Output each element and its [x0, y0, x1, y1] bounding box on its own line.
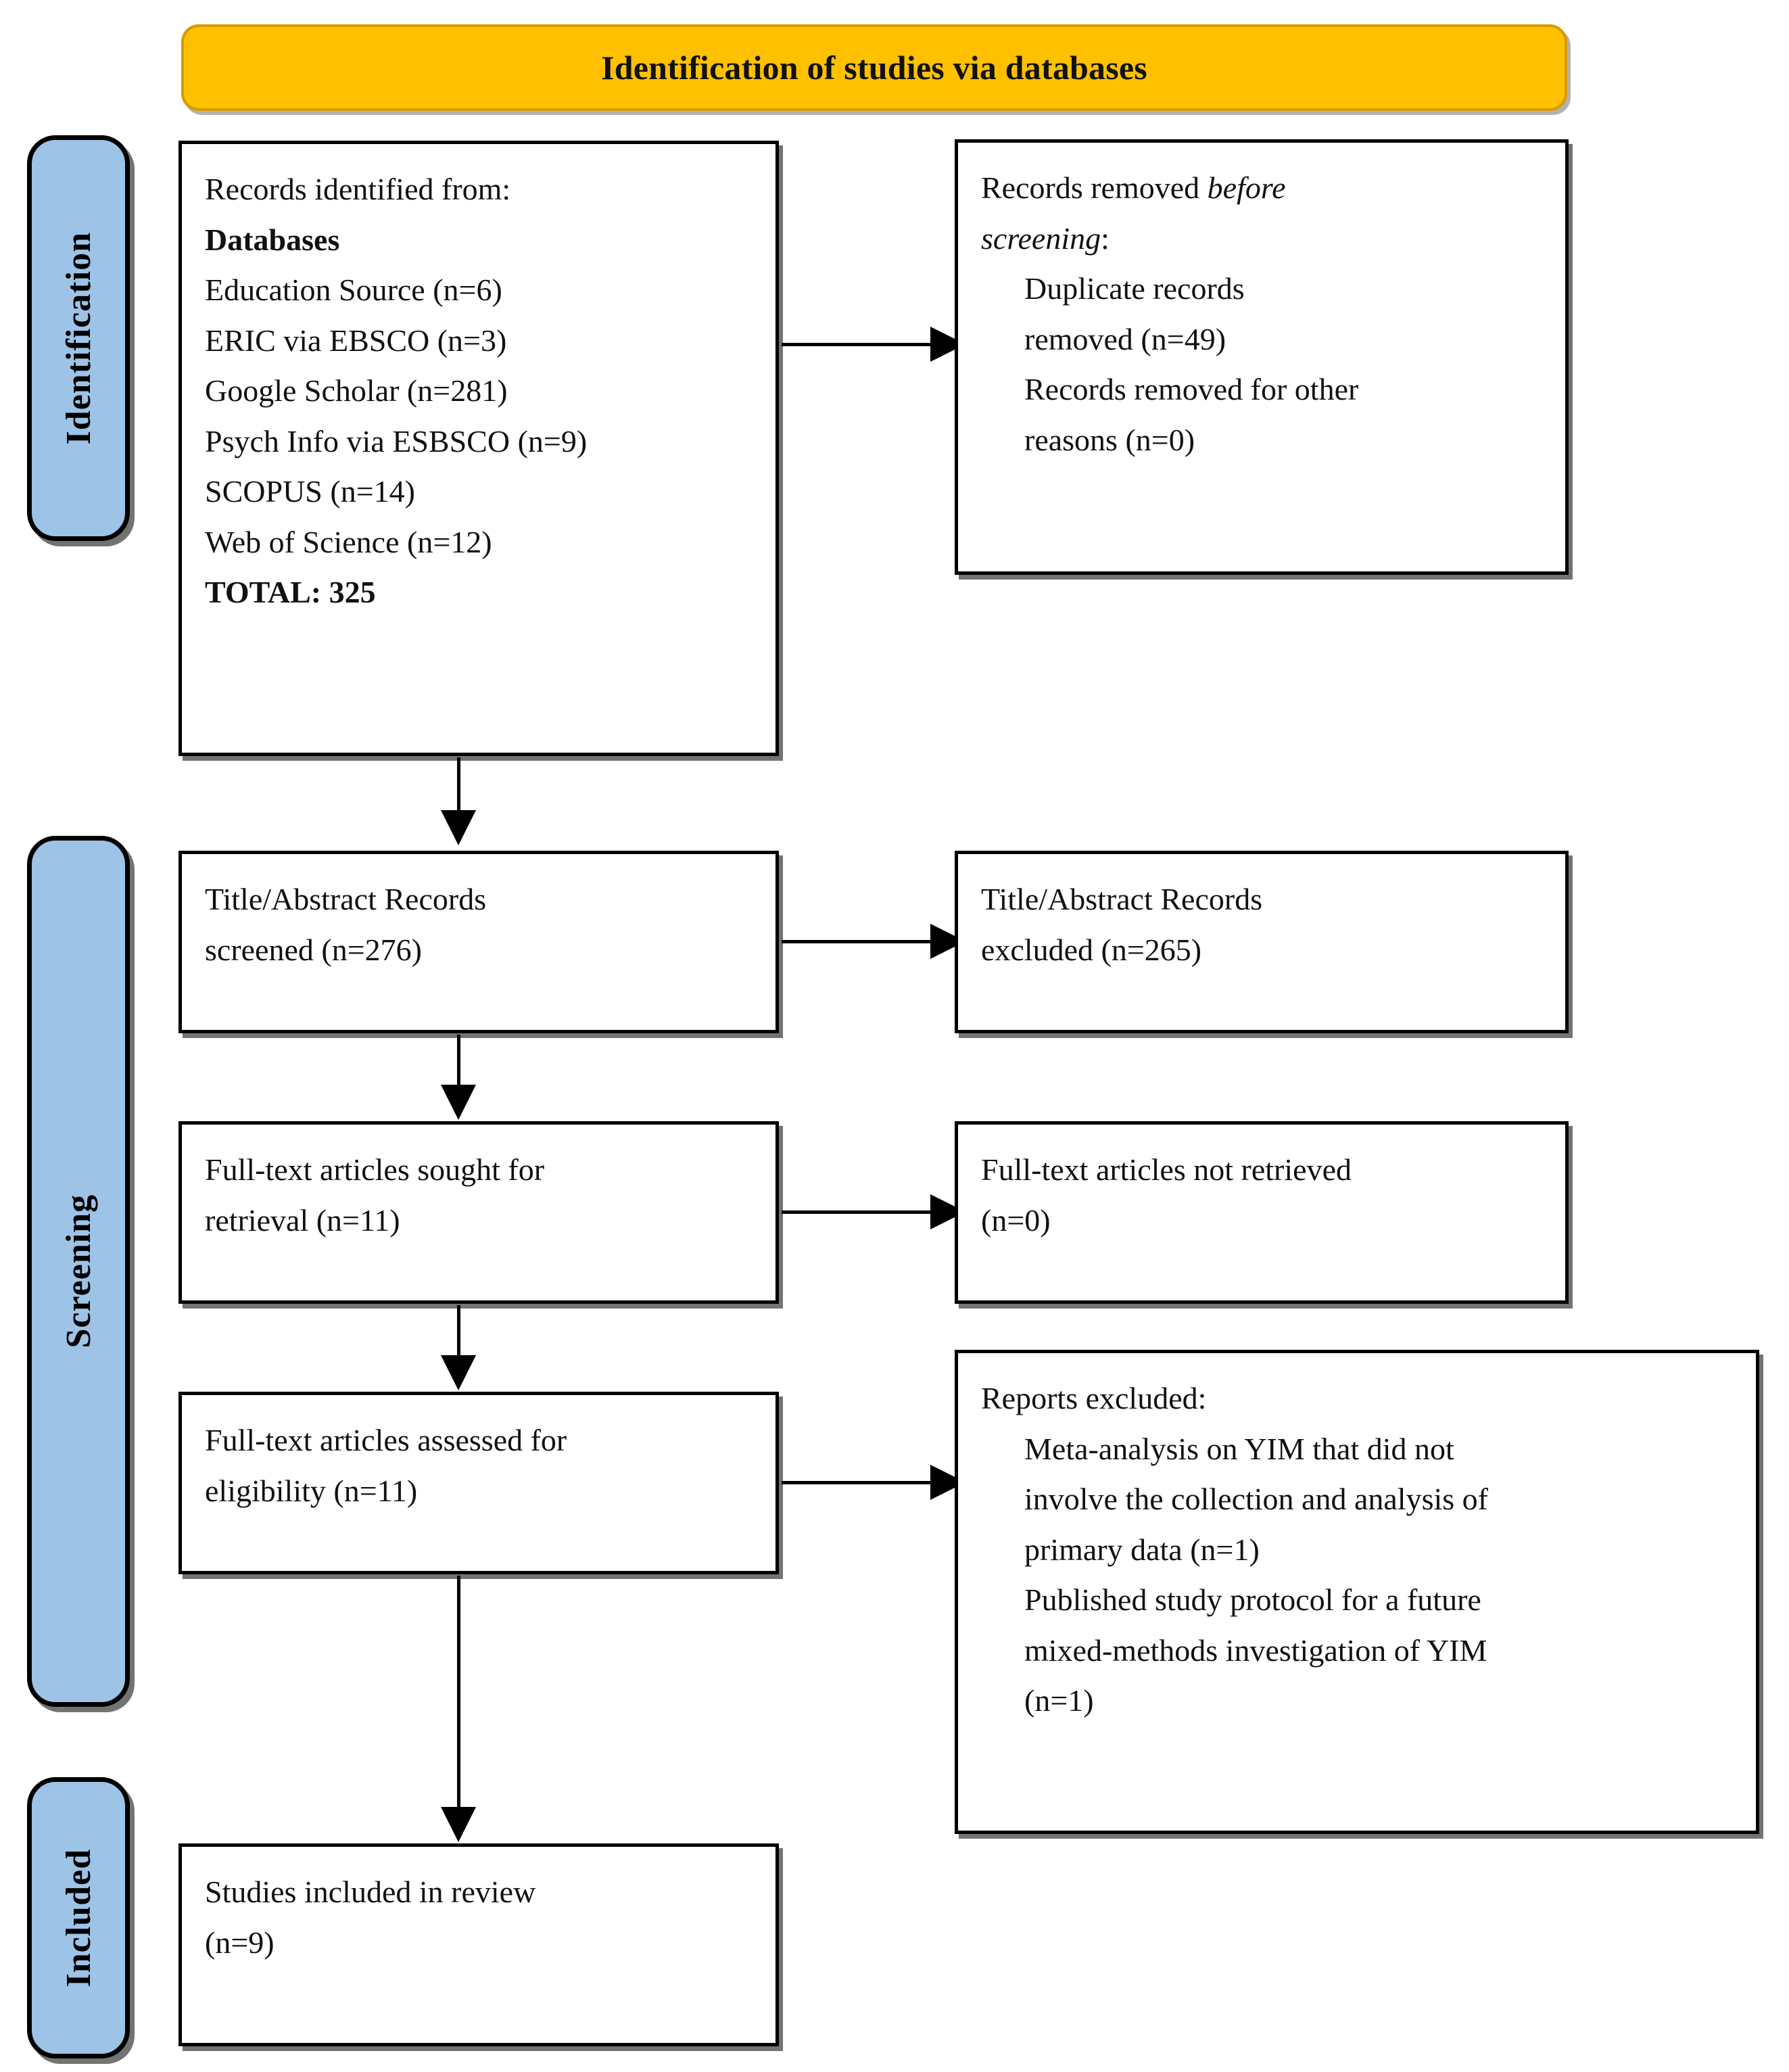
text-line: involve the collection and analysis of	[1024, 1482, 1488, 1517]
box-fulltext-sought-content: Full-text articles sought for retrieval …	[205, 1145, 753, 1246]
box-fulltext-assessed-content: Full-text articles assessed for eligibil…	[205, 1415, 753, 1516]
connector-sought-to-not-retrieved	[782, 1210, 933, 1214]
box-studies-included-content: Studies included in review (n=9)	[205, 1867, 753, 1968]
box-reports-excluded-content: Reports excluded: Meta-analysis on YIM t…	[981, 1373, 1733, 1726]
text-line: ERIC via EBSCO (n=3)	[205, 323, 507, 358]
connector-identified-to-removed	[782, 343, 933, 346]
text-line: screened (n=276)	[205, 932, 422, 967]
text-line: reasons (n=0)	[1024, 422, 1195, 457]
text-line: Full-text articles assessed for	[205, 1423, 567, 1457]
phase-rail-screening: Screening	[27, 836, 130, 1707]
text-line: Published study protocol for a future	[1024, 1582, 1481, 1618]
box-title-abstract-excluded-content: Title/Abstract Records excluded (n=265)	[981, 874, 1542, 975]
box-fulltext-not-retrieved-content: Full-text articles not retrieved (n=0)	[981, 1145, 1542, 1246]
text-line: Full-text articles sought for	[205, 1152, 545, 1187]
text-line: excluded (n=265)	[981, 932, 1202, 967]
connector-assessed-to-included	[457, 1576, 460, 1812]
text-line: Records removed before	[981, 163, 1542, 214]
text-line: Google Scholar (n=281)	[205, 373, 508, 408]
box-title-abstract-excluded: Title/Abstract Records excluded (n=265)	[955, 851, 1569, 1033]
text-line: Records identified from:	[205, 172, 511, 206]
text-fragment: Records removed	[981, 170, 1208, 205]
text-line: Psych Info via ESBSCO (n=9)	[205, 423, 588, 458]
text-line: SCOPUS (n=14)	[205, 474, 415, 509]
box-records-removed-content: Records removed before screening: Duplic…	[981, 163, 1542, 465]
diagram-title-text: Identification of studies via databases	[601, 49, 1147, 87]
text-line: Title/Abstract Records	[205, 882, 487, 916]
phase-rail-included-label: Included	[59, 1848, 98, 1987]
diagram-title-banner: Identification of studies via databases	[181, 24, 1567, 111]
box-fulltext-sought: Full-text articles sought for retrieval …	[178, 1121, 779, 1304]
text-line: removed (n=49)	[1024, 321, 1226, 356]
connector-screened-to-sought	[457, 1035, 460, 1090]
box-fulltext-assessed: Full-text articles assessed for eligibil…	[178, 1392, 779, 1574]
connector-sought-to-assessed	[457, 1305, 460, 1361]
text-line: (n=0)	[981, 1202, 1051, 1238]
text-line: Duplicate records	[1024, 271, 1245, 306]
text-line: (n=1)	[1024, 1683, 1094, 1718]
arrowhead-sought-to-assessed	[441, 1355, 476, 1390]
text-fragment-italic: before	[1207, 170, 1286, 205]
box-fulltext-not-retrieved: Full-text articles not retrieved (n=0)	[955, 1121, 1569, 1304]
arrowhead-assessed-to-included	[441, 1807, 476, 1842]
box-title-abstract-screened-content: Title/Abstract Records screened (n=276)	[205, 874, 753, 975]
text-line: screening:	[981, 214, 1542, 264]
text-line: Full-text articles not retrieved	[981, 1152, 1352, 1187]
text-line: Records removed for other	[1024, 372, 1359, 407]
box-reports-excluded: Reports excluded: Meta-analysis on YIM t…	[955, 1350, 1759, 1834]
phase-rail-screening-label: Screening	[59, 1194, 98, 1348]
box-records-identified-content: Records identified from: Databases Educa…	[205, 164, 753, 618]
connector-assessed-to-reports-excluded	[782, 1481, 933, 1484]
phase-rail-identification: Identification	[27, 135, 130, 541]
text-line: eligibility (n=11)	[205, 1473, 418, 1508]
text-line: Meta-analysis on YIM that did not	[1024, 1431, 1454, 1466]
box-records-removed-before-screening: Records removed before screening: Duplic…	[955, 139, 1569, 575]
text-line: Reports excluded:	[981, 1381, 1207, 1415]
text-line: TOTAL: 325	[205, 575, 376, 610]
box-studies-included: Studies included in review (n=9)	[178, 1843, 779, 2046]
connector-screened-to-excluded	[782, 940, 933, 943]
text-line: Education Source (n=6)	[205, 273, 502, 308]
phase-rail-included: Included	[27, 1777, 130, 2058]
text-line: (n=9)	[205, 1925, 275, 1960]
arrowhead-identified-to-screened	[441, 810, 476, 845]
text-fragment-italic: screening	[981, 220, 1101, 256]
phase-rail-identification-label: Identification	[59, 231, 98, 445]
text-line: Studies included in review	[205, 1875, 536, 1909]
box-records-identified: Records identified from: Databases Educa…	[178, 141, 779, 756]
text-line: Databases	[205, 222, 340, 257]
text-line: Web of Science (n=12)	[205, 524, 492, 559]
text-line: retrieval (n=11)	[205, 1202, 400, 1238]
text-line: mixed-methods investigation of YIM	[1024, 1632, 1487, 1668]
connector-identified-to-screened	[457, 757, 460, 816]
arrowhead-screened-to-sought	[441, 1085, 476, 1120]
box-title-abstract-screened: Title/Abstract Records screened (n=276)	[178, 851, 779, 1033]
text-fragment: :	[1101, 220, 1110, 256]
text-line: Title/Abstract Records	[981, 882, 1263, 916]
text-line: primary data (n=1)	[1024, 1532, 1260, 1567]
